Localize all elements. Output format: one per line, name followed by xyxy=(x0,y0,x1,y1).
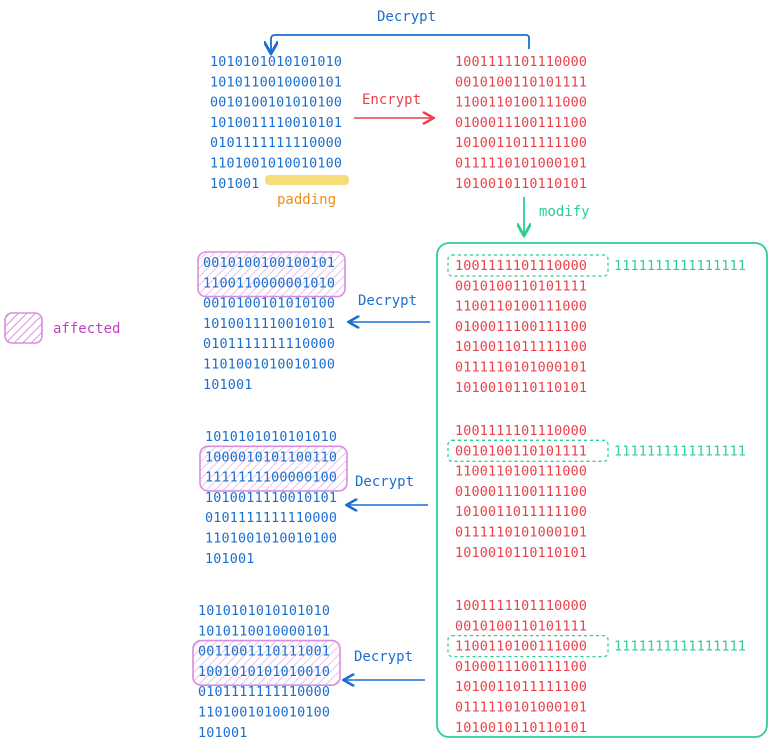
decrypted-row: 0010100100100101 xyxy=(203,256,335,271)
decrypted-row: 1010011110010101 xyxy=(203,317,335,332)
legend: affected xyxy=(4,312,120,344)
ciphertext-row: 1100110100111000 xyxy=(455,96,587,111)
ciphertext-row: 1001111101110000 xyxy=(455,55,587,70)
plaintext-row: 1010101010101010 xyxy=(210,55,342,70)
case-2: 1010101010101010 1000010101100110 11111111… xyxy=(199,424,746,567)
decrypted-row: 1001010101010010 xyxy=(198,665,330,680)
modified-ciphertext-row: 1010011011111100 xyxy=(455,505,587,520)
ciphertext-row: 1010011011111100 xyxy=(455,136,587,151)
modified-value: 1111111111111111 xyxy=(614,259,746,274)
decrypted-row: 0101111111110000 xyxy=(203,337,335,352)
modified-ciphertext-row: 1100110100111000 xyxy=(455,640,587,655)
affected-highlight xyxy=(197,251,346,298)
decrypted-row: 1000010101100110 xyxy=(205,450,337,465)
modified-ciphertext-row: 1010011011111100 xyxy=(455,340,587,355)
modified-ciphertext-row: 1010011011111100 xyxy=(455,680,587,695)
plaintext-row: 0101111111110000 xyxy=(210,136,342,151)
top-section: Decrypt 1010101010101010 1010110010000101… xyxy=(210,9,590,234)
plaintext-row: 1010011110010101 xyxy=(210,116,342,131)
modified-ciphertext-row: 0111110101000101 xyxy=(455,361,587,376)
decrypted-row: 0101111111110000 xyxy=(205,511,337,526)
padding-label: padding xyxy=(277,192,336,208)
modified-ciphertext-row: 0010100110101111 xyxy=(455,444,587,459)
modified-value: 1111111111111111 xyxy=(614,444,746,459)
modified-ciphertext-row: 1001111101110000 xyxy=(455,259,587,274)
top-decrypt-label: Decrypt xyxy=(377,9,436,25)
decrypted-row: 1010110010000101 xyxy=(198,624,330,639)
decrypt-label: Decrypt xyxy=(355,474,414,490)
modified-ciphertext-row: 1100110100111000 xyxy=(455,465,587,480)
cases: 0010100100100101 1100110000001010 00101001… xyxy=(192,251,746,741)
decrypted-row: 1101001010010100 xyxy=(203,358,335,373)
modified-ciphertext-row: 1010010110110101 xyxy=(455,381,587,396)
modified-value: 1111111111111111 xyxy=(614,640,746,655)
decrypted-row: 1101001010010100 xyxy=(198,706,330,721)
ciphertext-block: 1001111101110000 0010100110101111 11001101… xyxy=(455,55,587,192)
decrypted-row: 0011001110111001 xyxy=(198,645,330,660)
decrypted-row: 1100110000001010 xyxy=(203,276,335,291)
modified-block-outline xyxy=(447,439,609,462)
decrypted-row: 0101111111110000 xyxy=(198,685,330,700)
ciphertext-row: 0100011100111100 xyxy=(455,116,587,131)
modified-ciphertext-row: 0100011100111100 xyxy=(455,320,587,335)
affected-highlight xyxy=(199,445,348,492)
ciphertext-row: 0010100110101111 xyxy=(455,75,587,90)
case-1: 0010100100100101 1100110000001010 00101001… xyxy=(197,251,746,396)
encrypt-label: Encrypt xyxy=(362,92,421,108)
padding-bar xyxy=(265,175,349,185)
modified-ciphertext-row: 1010010110110101 xyxy=(455,546,587,561)
top-decrypt-arrow xyxy=(271,34,530,52)
affected-swatch xyxy=(4,312,43,344)
modified-ciphertext-row: 1100110100111000 xyxy=(455,300,587,315)
decrypted-row: 1010101010101010 xyxy=(198,604,330,619)
decrypt-label: Decrypt xyxy=(358,293,417,309)
modified-ciphertext-row: 0111110101000101 xyxy=(455,526,587,541)
modified-ciphertext-row: 0111110101000101 xyxy=(455,701,587,716)
modified-ciphertext-row: 0010100110101111 xyxy=(455,619,587,634)
modified-cipher-container xyxy=(436,242,768,738)
ciphertext-row: 1010010110110101 xyxy=(455,177,587,192)
decrypted-row: 101001 xyxy=(205,552,255,567)
plaintext-row: 1101001010010100 xyxy=(210,157,342,172)
modified-block-outline xyxy=(447,254,609,277)
decrypted-row: 1010101010101010 xyxy=(205,430,337,445)
decrypted-row: 101001 xyxy=(203,378,253,393)
modified-ciphertext-row: 0100011100111100 xyxy=(455,660,587,675)
modified-block-outline xyxy=(447,634,609,658)
affected-label: affected xyxy=(53,321,120,337)
decrypted-row: 1010011110010101 xyxy=(205,491,337,506)
decrypted-row: 1101001010010100 xyxy=(205,532,337,547)
affected-highlight xyxy=(192,639,341,686)
modified-ciphertext-row: 1010010110110101 xyxy=(455,721,587,736)
ciphertext-row: 0111110101000101 xyxy=(455,157,587,172)
modified-ciphertext-row: 1001111101110000 xyxy=(455,424,587,439)
modified-ciphertext-row: 1001111101110000 xyxy=(455,599,587,614)
plaintext-block: 1010101010101010 1010110010000101 00101001… xyxy=(210,55,342,192)
decrypt-label: Decrypt xyxy=(354,649,413,665)
plaintext-row: 1010110010000101 xyxy=(210,75,342,90)
modified-ciphertext-row: 0010100110101111 xyxy=(455,279,587,294)
decrypted-row: 101001 xyxy=(198,726,248,741)
modified-ciphertext-row: 0100011100111100 xyxy=(455,485,587,500)
plaintext-row: 0010100101010100 xyxy=(210,96,342,111)
decrypted-row: 0010100101010100 xyxy=(203,297,335,312)
modify-label: modify xyxy=(539,204,590,220)
case-3: 1010101010101010 1010110010000101 00110011… xyxy=(192,599,746,741)
decrypted-row: 1111111100000100 xyxy=(205,471,337,486)
plaintext-row: 101001 xyxy=(210,177,260,192)
